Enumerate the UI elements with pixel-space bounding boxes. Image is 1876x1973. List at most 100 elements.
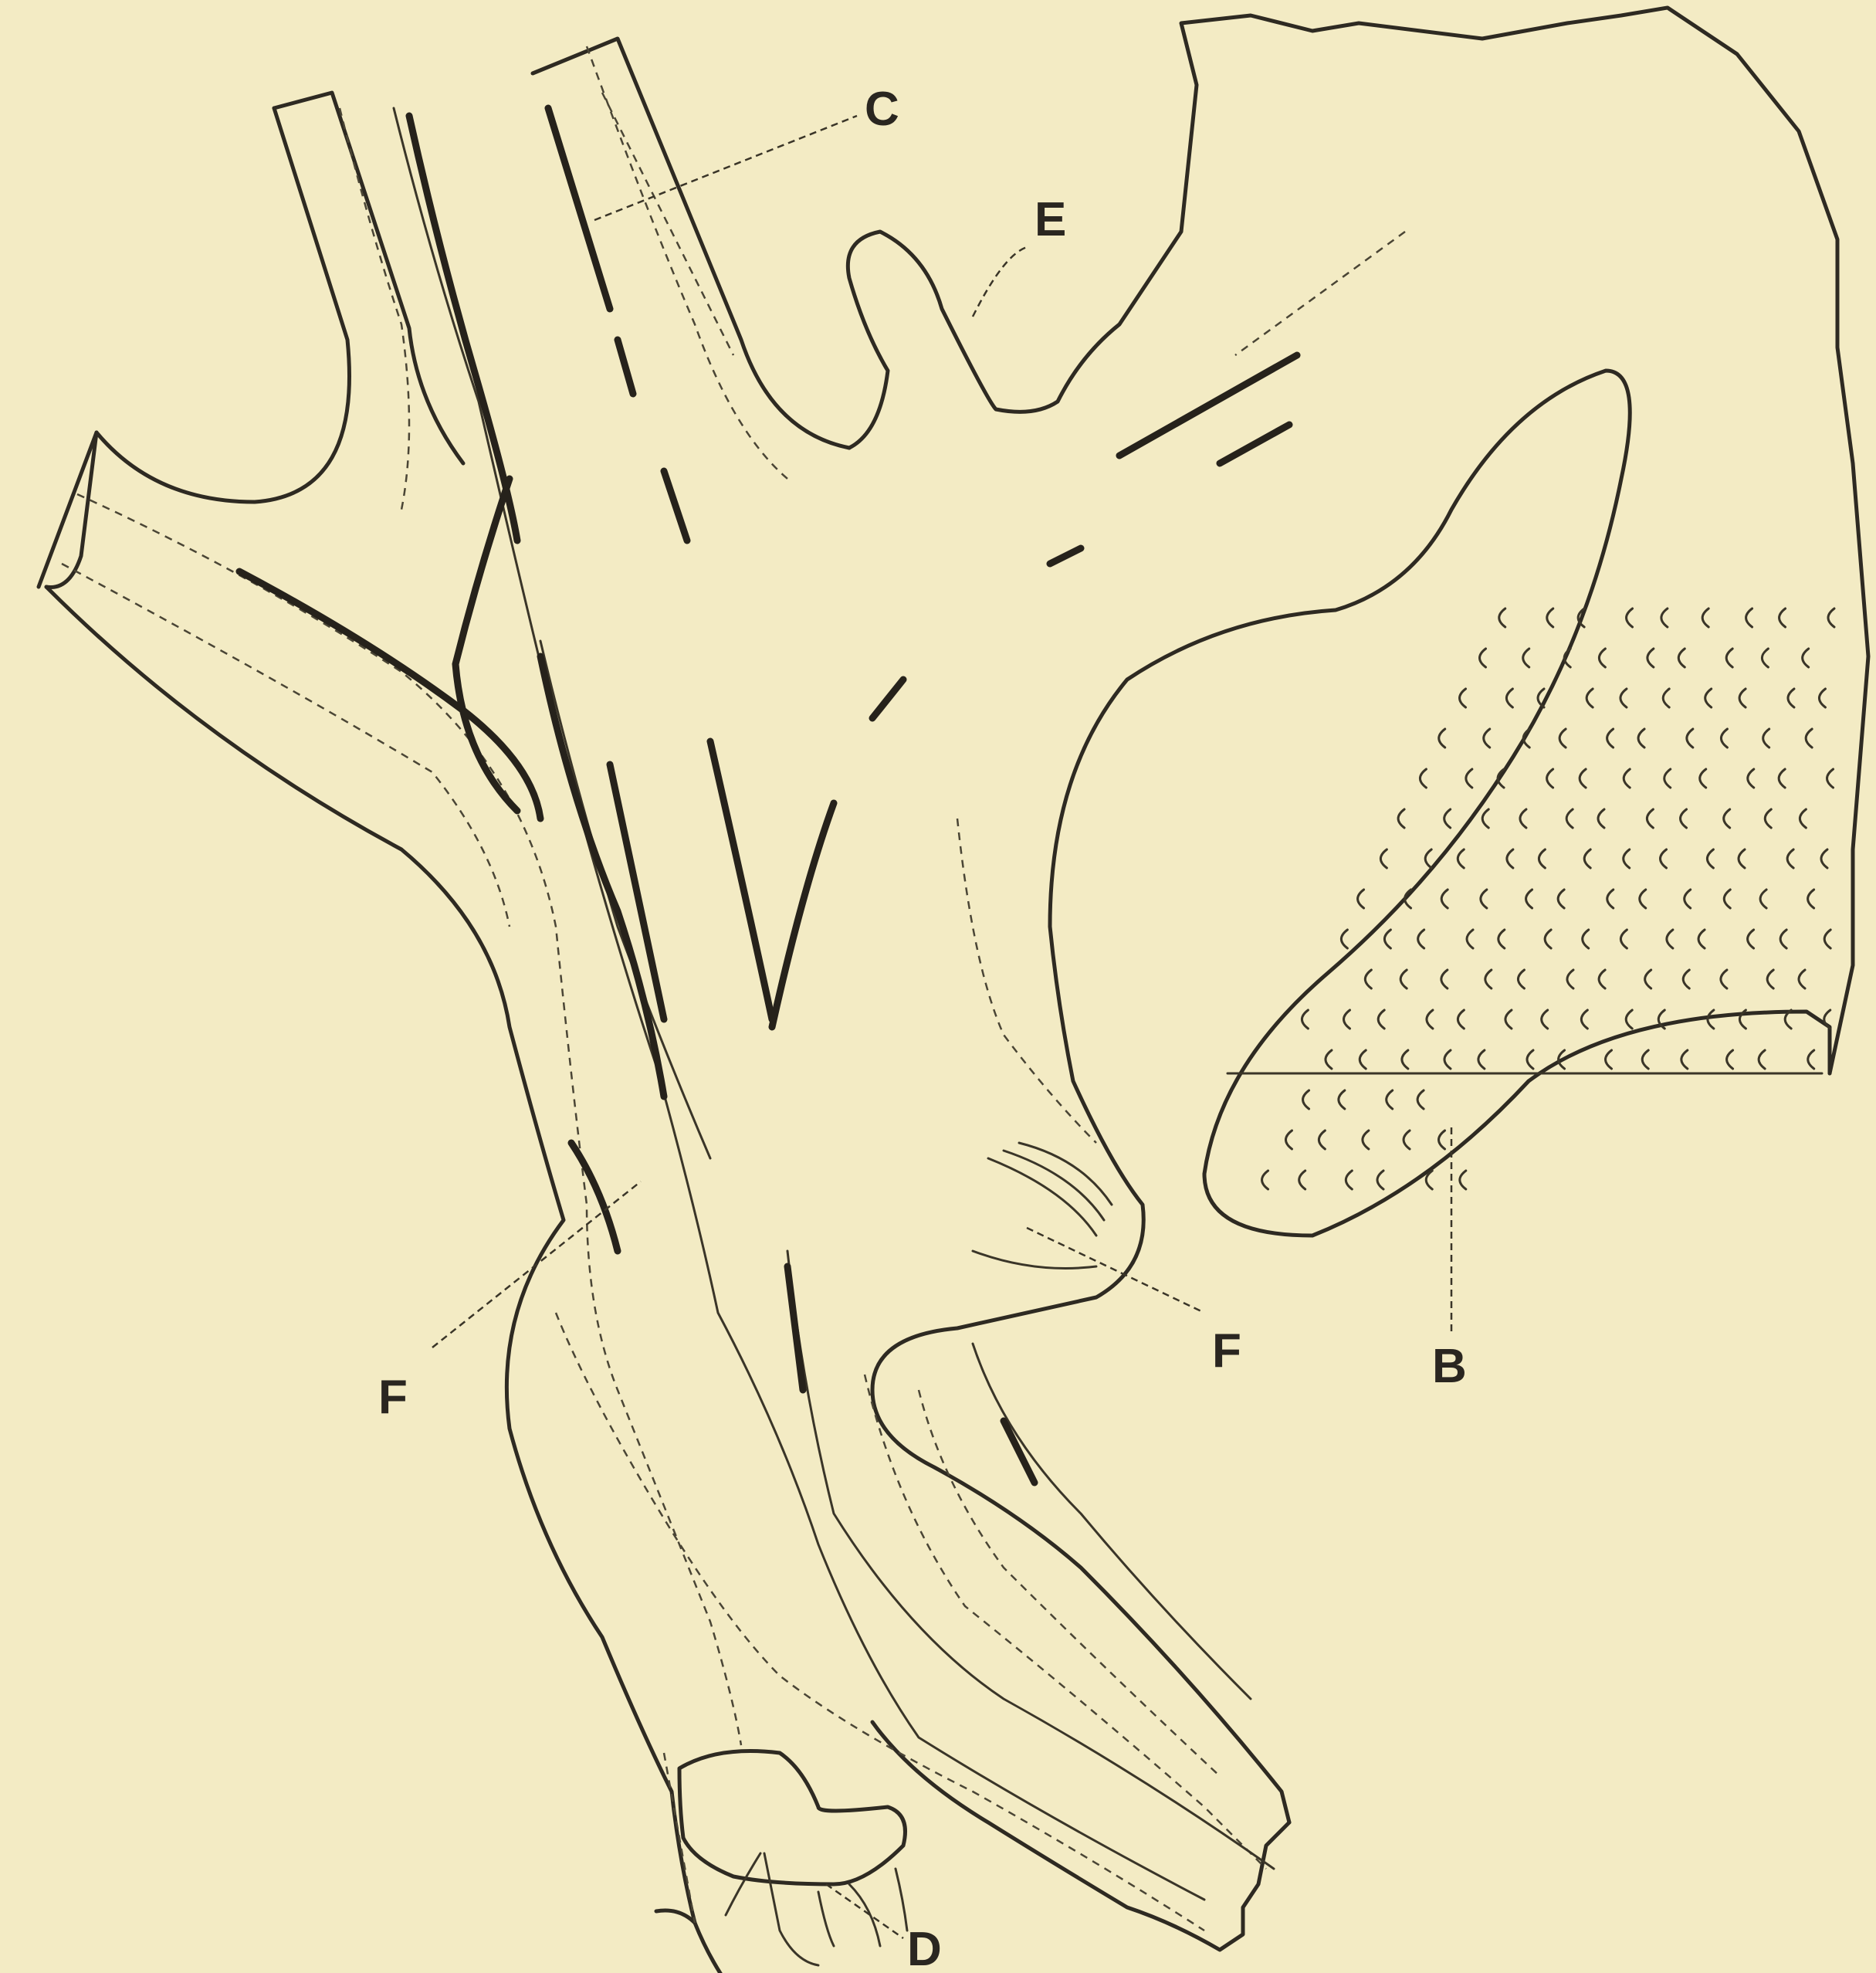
label-b: B <box>1432 1340 1467 1393</box>
papilla-mark <box>1444 1050 1451 1069</box>
papilla-mark <box>1647 649 1654 667</box>
papilla-mark <box>1640 890 1646 908</box>
papilla-mark <box>1547 769 1553 788</box>
papilla-mark <box>1765 809 1771 828</box>
papilla-mark <box>1748 769 1754 788</box>
papilla-mark <box>1779 609 1786 627</box>
papilla-mark <box>1460 689 1466 707</box>
papilla-mark <box>1760 890 1766 908</box>
leader-f-left <box>432 1181 641 1348</box>
papilla-mark <box>1819 689 1825 707</box>
papilla-mark <box>1466 769 1472 788</box>
labels: C E F F B D <box>378 83 1467 1973</box>
papilla-mark <box>1460 1171 1466 1189</box>
papilla-mark <box>1647 809 1653 828</box>
papilla-mark <box>1586 689 1593 707</box>
inner-lines <box>394 108 1822 1965</box>
papilla-mark <box>1400 970 1407 988</box>
label-f-left: F <box>378 1371 408 1424</box>
papilla-mark <box>1302 1010 1308 1029</box>
papilla-mark <box>1799 970 1805 988</box>
papilla-mark <box>1567 970 1573 988</box>
papilla-mark <box>1667 930 1673 948</box>
papilla-mark <box>1547 609 1553 627</box>
papilla-mark <box>1299 1171 1305 1189</box>
papilla-mark <box>1599 970 1605 988</box>
thread-lines <box>973 1143 1112 1269</box>
papilla-mark <box>1620 930 1627 948</box>
papilla-mark <box>1828 609 1834 627</box>
papilla-mark <box>1420 769 1426 788</box>
papilla-mark <box>1262 1171 1268 1189</box>
leader-e <box>973 247 1027 317</box>
papilla-mark <box>1542 1010 1548 1029</box>
papilla-mark <box>1427 1010 1433 1029</box>
papilla-mark <box>1444 809 1451 828</box>
papilla-mark <box>1624 769 1630 788</box>
papilla-mark <box>1700 769 1706 788</box>
papilla-mark <box>1721 729 1727 748</box>
papilla-mark <box>1727 1050 1733 1069</box>
papilla-mark <box>1788 689 1794 707</box>
papilla-mark <box>1645 970 1651 988</box>
papilla-mark <box>1523 649 1529 667</box>
papilla-mark <box>1566 809 1573 828</box>
label-d: D <box>907 1923 942 1973</box>
papilla-mark <box>1580 769 1586 788</box>
papilla-mark <box>1526 890 1532 908</box>
papilla-mark <box>1803 649 1809 667</box>
papilla-mark <box>1759 1050 1765 1069</box>
papilla-mark <box>1724 890 1730 908</box>
papilla-mark <box>1599 649 1605 667</box>
papilla-mark <box>1598 809 1604 828</box>
papilla-mark <box>1627 609 1633 627</box>
papilla-mark <box>1664 769 1671 788</box>
papilla-mark <box>1505 1010 1512 1029</box>
papilla-mark <box>1708 1010 1714 1029</box>
papilla-mark <box>1626 1010 1632 1029</box>
papilla-mark <box>1558 890 1564 908</box>
papilla-mark <box>1539 849 1545 868</box>
papilla-mark <box>1439 1131 1445 1149</box>
papilla-mark <box>1484 729 1490 748</box>
papilla-mark <box>1380 849 1387 868</box>
inner-contours <box>62 46 1405 1931</box>
papilla-mark <box>1481 890 1487 908</box>
papilla-mark <box>1417 1090 1424 1109</box>
label-c: C <box>865 83 899 136</box>
papilla-mark <box>1681 809 1687 828</box>
papilla-mark <box>1726 649 1732 667</box>
papilla-mark <box>1398 809 1404 828</box>
papilla-mark <box>1384 930 1390 948</box>
papilla-mark <box>1661 849 1667 868</box>
leader-lines <box>432 116 1451 1938</box>
papilla-mark <box>1787 849 1793 868</box>
papilla-mark <box>1607 890 1614 908</box>
papilla-mark <box>1326 1050 1332 1069</box>
papilla-mark <box>1485 970 1492 988</box>
papilla-mark <box>1739 849 1745 868</box>
papilla-mark <box>1404 1131 1410 1149</box>
papilla-mark <box>1581 1010 1587 1029</box>
papilla-mark <box>1606 1050 1612 1069</box>
papilla-mark <box>1663 689 1669 707</box>
papilla-mark <box>1763 729 1769 748</box>
papilla-mark <box>1638 729 1644 748</box>
papilla-mark <box>1687 729 1693 748</box>
papilla-mark <box>1824 930 1830 948</box>
papilla-mark <box>1363 1131 1369 1149</box>
papilla-mark <box>1661 609 1668 627</box>
papilla-mark <box>1583 930 1589 948</box>
papilla-mark <box>1748 930 1754 948</box>
papilla-mark <box>1425 849 1431 868</box>
papilla-mark <box>1482 809 1488 828</box>
papilla-mark <box>1705 689 1712 707</box>
papilla-mark <box>1584 849 1590 868</box>
papilla-mark <box>1779 769 1785 788</box>
papilla-mark <box>1683 970 1689 988</box>
papilla-mark <box>1520 809 1526 828</box>
papilla-mark <box>1800 809 1806 828</box>
papilla-mark <box>1344 1010 1350 1029</box>
label-f-right: F <box>1212 1324 1241 1378</box>
label-e: E <box>1035 193 1066 246</box>
